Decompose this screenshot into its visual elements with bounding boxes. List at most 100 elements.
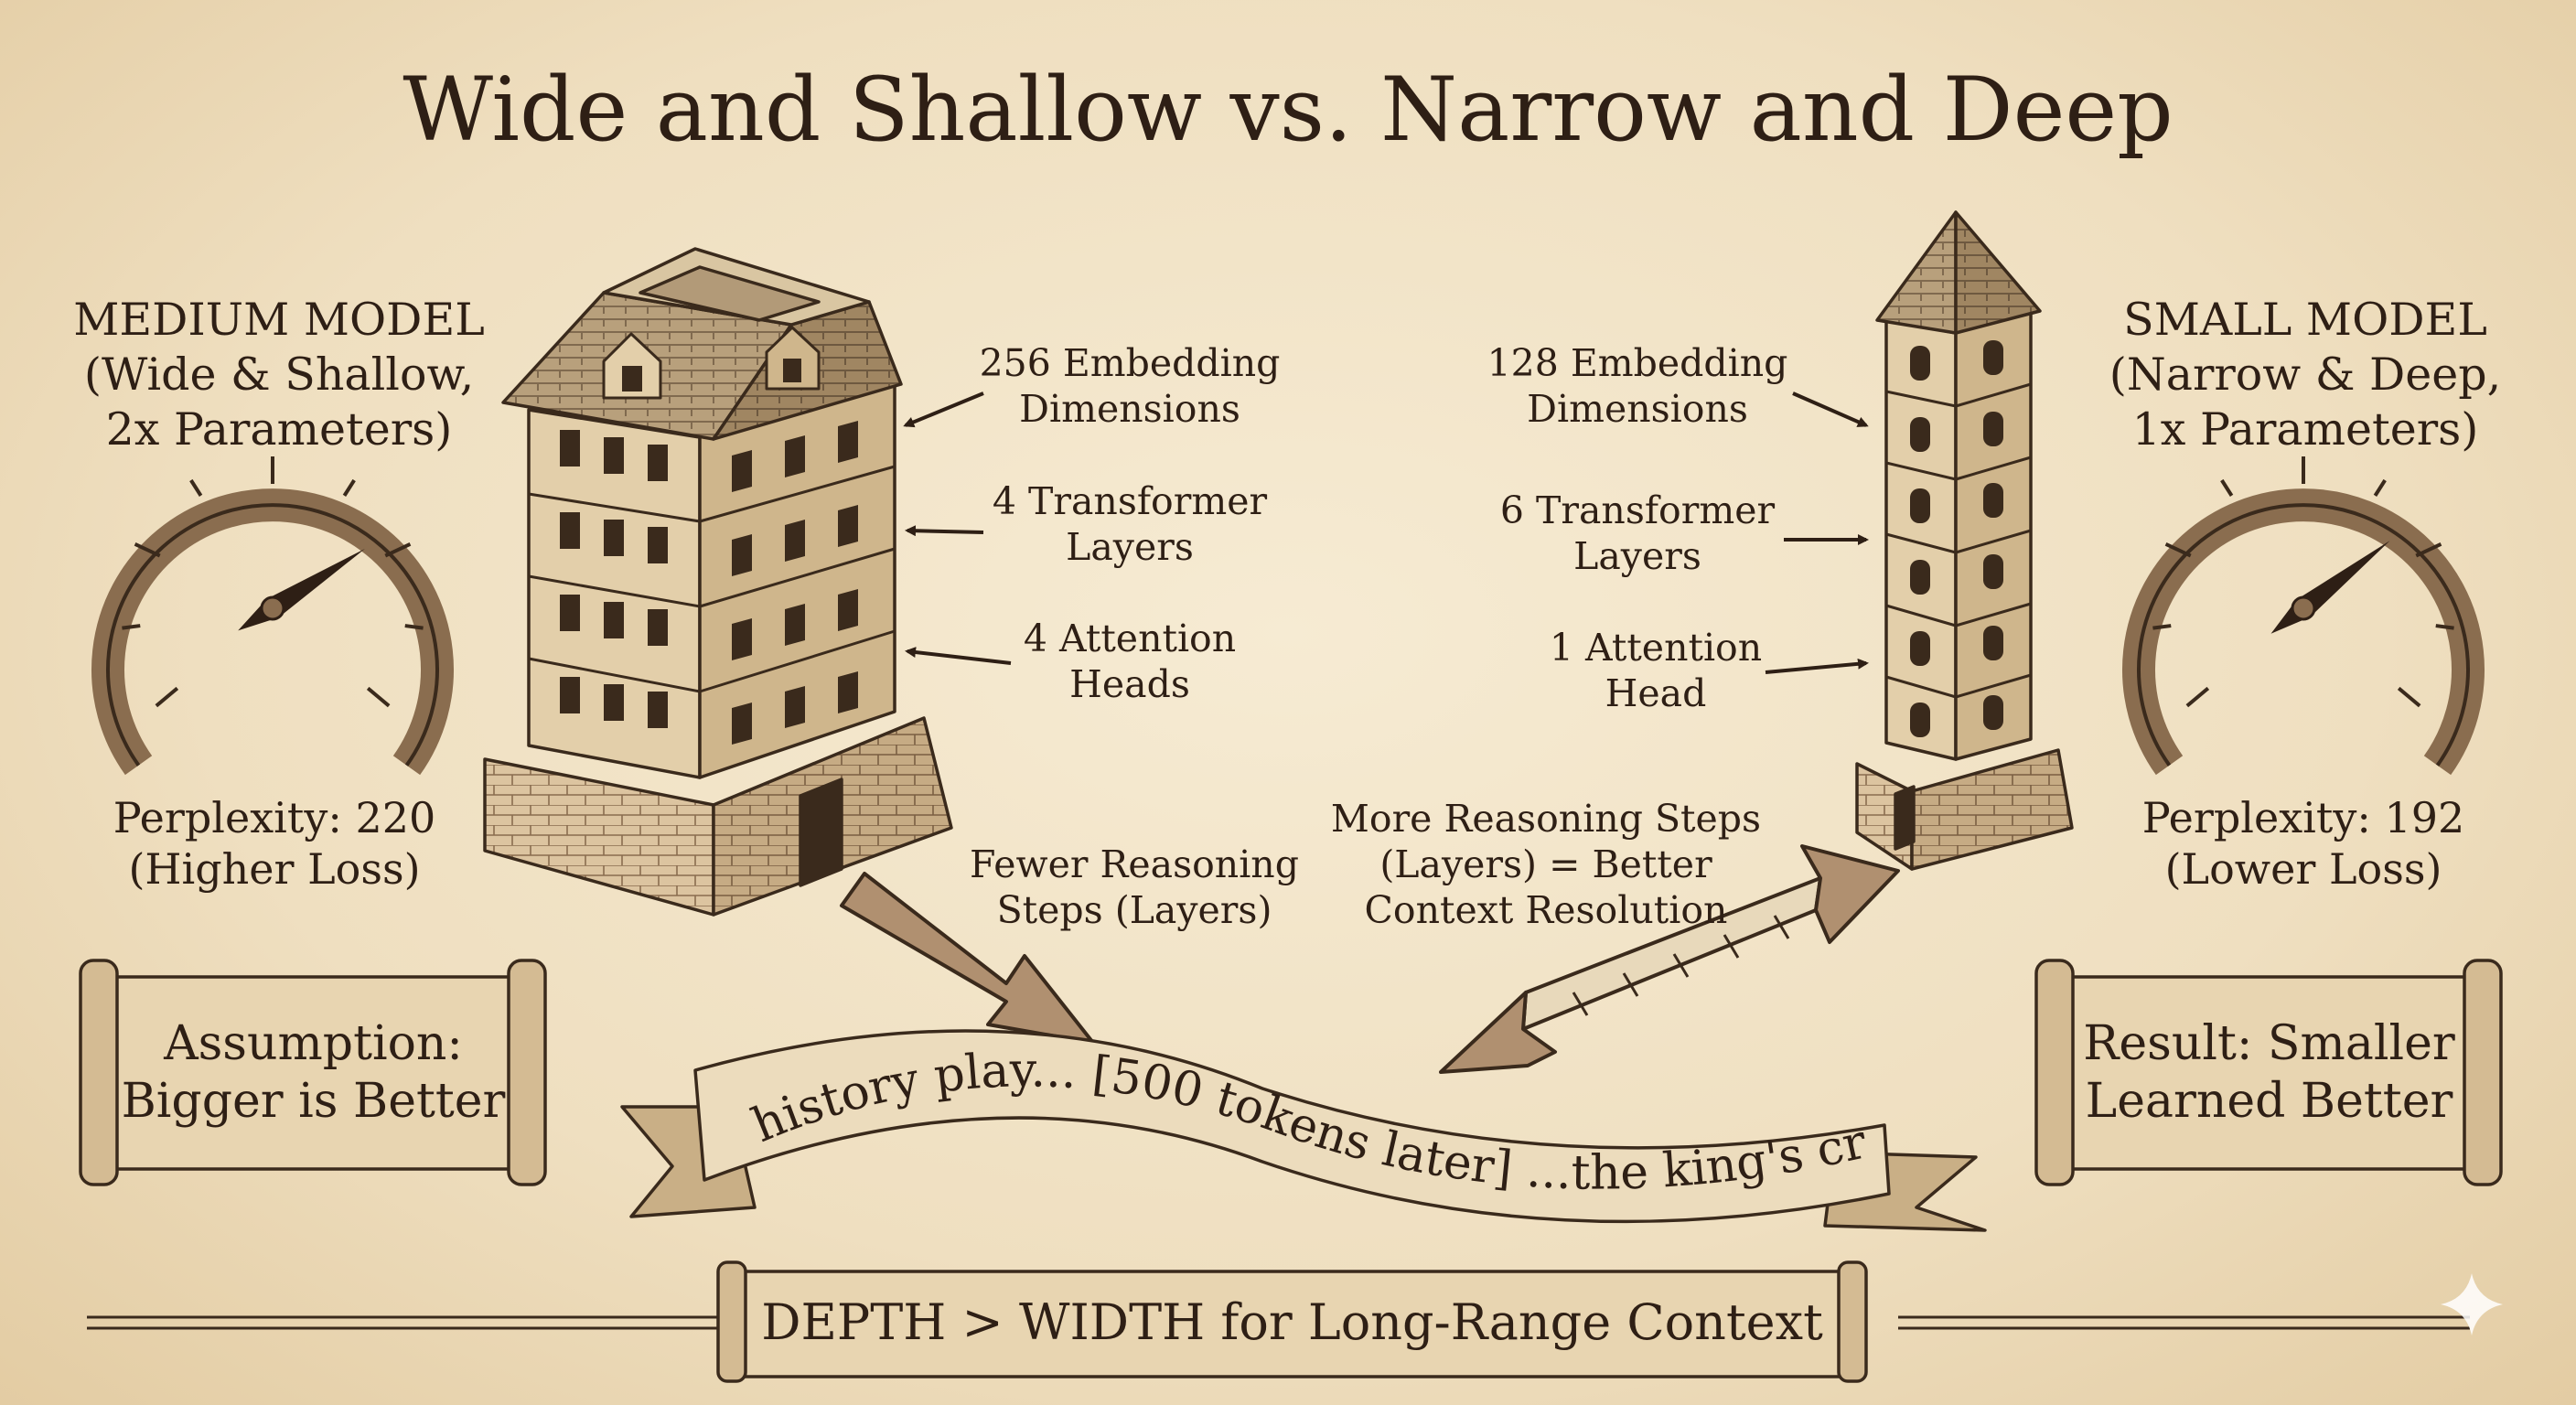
small-loss-note: (Lower Loss) (2164, 844, 2442, 895)
medium-building-windows (560, 421, 858, 745)
medium-gauge-tick (189, 478, 203, 497)
result-line1: Result: Smaller (2083, 1016, 2455, 1071)
small-feature-layers-line2: Layers (1573, 534, 1701, 579)
small-feature-arrows (1765, 391, 1869, 674)
result-line2: Learned Better (2085, 1074, 2453, 1130)
fewer-steps-note: Fewer Reasoning Steps (Layers) (951, 842, 1317, 933)
medium-feature-embedding-line2: Dimensions (1019, 387, 1240, 432)
assumption-line2: Bigger is Better (121, 1074, 506, 1130)
medium-feature-heads-line2: Heads (1069, 662, 1190, 707)
small-gauge-tick (2397, 686, 2421, 708)
arrow-embedding-medium (903, 391, 984, 428)
fewer-steps-line1: Fewer Reasoning (970, 842, 1299, 886)
small-tower-windows (1910, 340, 2003, 737)
small-gauge-ticks (2152, 456, 2454, 708)
medium-building-base-left (483, 757, 715, 917)
medium-model-heading: MEDIUM MODEL (Wide & Shallow, 2x Paramet… (37, 293, 521, 456)
medium-gauge-needle-pointer (238, 548, 365, 631)
small-gauge-tick (2185, 686, 2210, 708)
small-feature-layers: 6 Transformer Layers (1464, 488, 1811, 579)
arrow-embedding-small (1792, 391, 1869, 427)
result-text: Result: Smaller Learned Better (2066, 1015, 2473, 1132)
arrow-heads-medium (905, 647, 1012, 665)
assumption-text: Assumption: Bigger is Better (110, 1015, 517, 1132)
more-steps-arrow (1439, 844, 1900, 1074)
medium-gauge-tick (384, 542, 412, 558)
small-gauge-tick (2415, 542, 2442, 558)
small-feature-embedding-line1: 128 Embedding (1487, 341, 1788, 385)
medium-gauge-tick (366, 686, 391, 708)
medium-feature-heads-line1: 4 Attention (1023, 617, 1237, 660)
medium-gauge (91, 456, 454, 776)
medium-model-title: MEDIUM MODEL (73, 294, 485, 346)
small-model-title: SMALL MODEL (2123, 294, 2487, 346)
small-tower-base-right (1910, 748, 2074, 871)
medium-perplexity: Perplexity: 220 (Higher Loss) (82, 792, 467, 895)
arrow-heads-small (1765, 658, 1869, 674)
medium-building-dormers (602, 326, 821, 400)
small-feature-heads-line2: Head (1605, 671, 1707, 716)
medium-gauge-needle-hub (260, 595, 285, 621)
medium-gauge-tick (122, 624, 141, 630)
medium-perplexity-value: Perplexity: 220 (113, 793, 436, 842)
small-tower-roof-side (1954, 210, 2042, 335)
medium-feature-heads: 4 Attention Heads (951, 616, 1308, 707)
assumption-scroll (79, 959, 547, 1186)
result-scroll (2034, 959, 2503, 1186)
small-tower-roof-front (1875, 210, 1958, 335)
medium-feature-layers-line1: 4 Transformer (992, 479, 1268, 523)
context-banner (620, 1029, 1987, 1232)
arrow-layers-medium (905, 525, 984, 537)
medium-gauge-tick (134, 542, 161, 558)
medium-gauge-rim (91, 488, 454, 776)
small-gauge (2122, 456, 2485, 776)
small-tower-door (1894, 785, 1916, 851)
small-feature-embedding-line2: Dimensions (1527, 387, 1748, 432)
medium-gauge-tick (155, 686, 179, 708)
more-steps-line3: Context Resolution (1364, 888, 1728, 933)
footer-text: DEPTH > WIDTH for Long-Range Context (761, 1293, 1823, 1351)
medium-feature-layers: 4 Transformer Layers (951, 478, 1308, 570)
medium-feature-embedding-line1: 256 Embedding (979, 341, 1281, 385)
medium-building-roof-well (639, 265, 821, 322)
medium-building (483, 247, 953, 917)
more-steps-line2: (Layers) = Better (1379, 842, 1712, 887)
small-perplexity-value: Perplexity: 192 (2141, 793, 2465, 842)
more-steps-line1: More Reasoning Steps (1330, 797, 1762, 841)
fewer-steps-arrow (840, 872, 1095, 1045)
medium-building-door (799, 778, 843, 887)
more-steps-note: More Reasoning Steps (Layers) = Better C… (1317, 796, 1775, 933)
small-model-subtitle-2: 1x Parameters) (2131, 402, 2479, 456)
small-perplexity: Perplexity: 192 (Lower Loss) (2111, 792, 2496, 895)
small-gauge-needle-hub (2291, 595, 2316, 621)
medium-gauge-face (106, 503, 439, 767)
small-model-heading: SMALL MODEL (Narrow & Deep, 1x Parameter… (2058, 293, 2552, 456)
small-tower (1855, 210, 2074, 871)
medium-building-floors (528, 465, 896, 693)
small-feature-embedding: 128 Embedding Dimensions (1464, 340, 1811, 432)
medium-feature-arrows (903, 391, 1012, 665)
fewer-steps-line2: Steps (Layers) (996, 888, 1272, 933)
small-feature-heads: 1 Attention Head (1482, 625, 1830, 716)
banner-body (693, 1029, 1891, 1224)
small-tower-floors (1885, 382, 2032, 699)
sparkle-icon (2441, 1273, 2503, 1335)
small-feature-heads-line1: 1 Attention (1549, 626, 1763, 670)
footer-plaque (716, 1260, 1868, 1383)
medium-gauge-needle (238, 548, 365, 631)
footer-rules (87, 1315, 2470, 1330)
small-gauge-face (2137, 503, 2470, 767)
medium-gauge-tick (342, 478, 356, 497)
medium-model-subtitle-1: (Wide & Shallow, (83, 348, 475, 401)
small-feature-layers-line1: 6 Transformer (1499, 488, 1776, 532)
assumption-line1: Assumption: (164, 1016, 463, 1071)
medium-feature-embedding: 256 Embedding Dimensions (951, 340, 1308, 432)
small-gauge-tick (2373, 478, 2387, 497)
small-gauge-needle (2270, 541, 2390, 634)
small-gauge-needle-pointer (2270, 541, 2390, 634)
medium-model-subtitle-2: 2x Parameters) (105, 402, 453, 456)
medium-feature-layers-line2: Layers (1066, 525, 1194, 570)
small-model-subtitle-1: (Narrow & Deep, (2109, 348, 2502, 401)
small-gauge-tick (2164, 542, 2192, 558)
